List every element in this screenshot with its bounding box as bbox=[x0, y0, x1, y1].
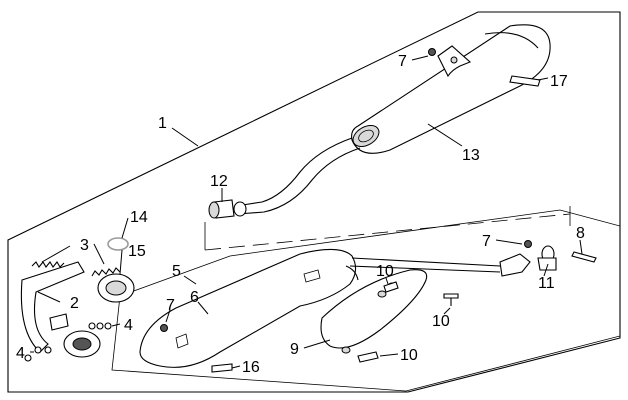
bolt-16 bbox=[211, 363, 233, 373]
nut-7-right bbox=[524, 240, 532, 248]
shield-tab bbox=[49, 313, 69, 331]
spring-left bbox=[31, 261, 65, 268]
callout-9: 9 bbox=[290, 341, 299, 358]
bolt-10-b bbox=[443, 293, 459, 306]
assembly-frame bbox=[7, 11, 621, 393]
nut-7-top bbox=[428, 48, 436, 56]
spring-right bbox=[91, 267, 121, 277]
front-shield-bracket bbox=[20, 261, 85, 353]
mount-clamp bbox=[499, 245, 557, 277]
exhaust-pipe bbox=[235, 137, 353, 207]
rear-mount-rod-edge bbox=[349, 265, 501, 273]
callout-7-left: 7 bbox=[166, 297, 175, 314]
bracket-hole bbox=[450, 56, 458, 64]
callout-12: 12 bbox=[210, 173, 228, 190]
bolt-10-a bbox=[383, 281, 399, 293]
callout-16: 16 bbox=[242, 359, 260, 376]
lower-heat-shield bbox=[320, 269, 428, 354]
rear-mount-rod bbox=[351, 257, 501, 267]
callout-11: 11 bbox=[538, 275, 555, 292]
o-ring bbox=[107, 237, 129, 251]
callout-8: 8 bbox=[576, 225, 585, 242]
callout-10-top: 10 bbox=[376, 263, 394, 280]
callout-10-bottom: 10 bbox=[400, 347, 418, 364]
callout-2: 2 bbox=[70, 295, 79, 312]
muffler bbox=[351, 24, 551, 154]
callout-5: 5 bbox=[172, 263, 181, 280]
heat-shield bbox=[139, 248, 359, 368]
callout-7-top: 7 bbox=[398, 53, 407, 70]
flange-gasket bbox=[97, 273, 135, 303]
callout-13: 13 bbox=[462, 147, 480, 164]
nut-washer-set bbox=[24, 322, 112, 362]
callout-7-right: 7 bbox=[482, 233, 491, 250]
bolt-17 bbox=[509, 75, 541, 87]
callout-6: 6 bbox=[190, 289, 199, 306]
nut-7-left bbox=[160, 324, 168, 332]
callout-4-left: 4 bbox=[16, 345, 25, 362]
callout-17: 17 bbox=[550, 73, 568, 90]
callout-3: 3 bbox=[80, 237, 89, 254]
callout-15: 15 bbox=[128, 243, 146, 260]
callout-1: 1 bbox=[158, 115, 167, 132]
callout-14: 14 bbox=[130, 209, 148, 226]
exhaust-pipe-edge bbox=[237, 147, 361, 215]
bolt-10-c bbox=[357, 351, 379, 363]
exhaust-gasket bbox=[208, 199, 247, 219]
callout-4-right: 4 bbox=[124, 317, 133, 334]
dashed-separator bbox=[204, 213, 571, 251]
bolt-8 bbox=[571, 251, 597, 263]
subassembly-frame bbox=[111, 209, 621, 392]
exhaust-flange bbox=[63, 330, 101, 358]
leader-lines bbox=[30, 55, 583, 369]
callout-10-mid: 10 bbox=[432, 313, 450, 330]
